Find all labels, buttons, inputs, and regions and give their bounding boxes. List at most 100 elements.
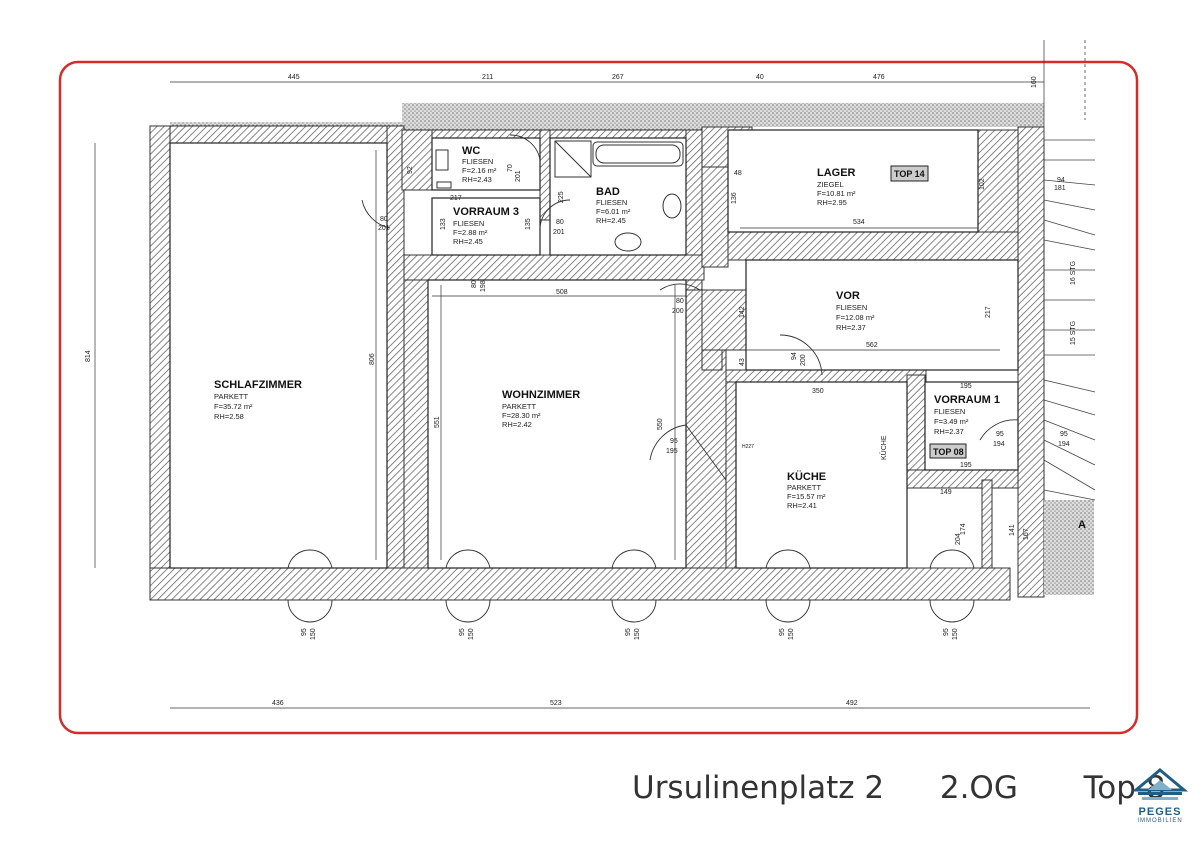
door-label-kue-b: 200 [800,354,807,366]
svg-text:FLIESEN: FLIESEN [462,157,493,166]
dim-204: 204 [955,533,962,545]
svg-text:F=3.49 m²: F=3.49 m² [934,417,969,426]
door-labels: 80 201 70 201 80 201 80 198 80 200 94 20… [301,164,1070,640]
door-vorraum1 [979,419,1019,441]
window-wohnzimmer-2 [611,549,657,623]
label-wc: WC FLIESEN F=2.16 m² RH=2.43 [462,145,497,184]
door-label-wc-b: 201 [515,170,522,182]
floor-text: 2.OG [939,770,1018,806]
svg-text:PARKETT: PARKETT [502,402,536,411]
dim-top-476: 476 [873,74,885,81]
dim-48: 48 [734,170,742,177]
svg-text:FLIESEN: FLIESEN [836,303,867,312]
address-text: Ursulinenplatz 2 [632,770,885,806]
shower-icon [554,140,592,178]
peges-logo-icon [1131,768,1189,800]
wc-toilet-icon [435,149,449,171]
door-wc [509,134,541,161]
doors [361,134,1019,481]
svg-text:VORRAUM 1: VORRAUM 1 [934,394,1000,406]
dim-43: 43 [739,358,746,366]
door-label-wz-a: 80 [471,280,478,288]
win-label-1b: 150 [310,628,317,640]
dim-508: 508 [556,289,568,296]
label-vorraum3: VORRAUM 3 FLIESEN F=2.88 m² RH=2.45 [453,206,519,246]
label-lager: LAGER ZIEGEL F=10.81 m² RH=2.95 [817,167,856,207]
label-wohnzimmer: WOHNZIMMER PARKETT F=28.30 m² RH=2.42 [502,389,580,429]
room-schlafzimmer [169,142,388,569]
door-label-vor-b: 200 [672,308,684,315]
dim-195-top: 195 [960,383,972,390]
tag-top08: TOP 08 [929,443,967,459]
dim-174: 174 [960,523,967,535]
stair-label-15: 15 STG [1070,321,1077,345]
svg-text:F=2.88 m²: F=2.88 m² [453,228,488,237]
svg-text:PARKETT: PARKETT [787,483,821,492]
svg-text:WC: WC [462,145,480,157]
svg-text:FLIESEN: FLIESEN [934,407,965,416]
label-kueche: KÜCHE PARKETT F=15.57 m² RH=2.41 [787,470,826,510]
tag-top14: TOP 14 [890,165,929,182]
kueche-vertical-label: KÜCHE [880,435,888,460]
svg-text:F=10.81 m²: F=10.81 m² [817,189,856,198]
exterior-wall-top-right [702,103,1044,127]
room-labels: SCHLAFZIMMER PARKETT F=35.72 m² RH=2.58 … [214,145,1000,510]
red-frame [58,60,1139,735]
toilet-icon [662,193,682,219]
dim-92: 92 [407,166,414,174]
win-label-5: 95 [943,628,950,636]
window-kueche-1 [765,549,811,623]
door-label-wz-b: 198 [480,280,487,292]
door-label-wzk-b: 195 [666,448,678,455]
door-label-wzk-a: 95 [670,438,678,445]
door-label-vr1-b: 194 [993,441,1005,448]
door-bad [539,199,571,229]
dim-225: 225 [558,191,565,203]
room-lager [727,129,979,233]
dim-94: 94 [1057,177,1065,184]
label-vorraum1: VORRAUM 1 FLIESEN F=3.49 m² RH=2.37 [934,394,1000,436]
dim-bottom-523: 523 [550,700,562,707]
svg-text:F=28.30 m²: F=28.30 m² [502,411,541,420]
dimension-texts: 445 211 267 40 476 160 436 523 492 814 8… [85,74,1066,707]
dim-550: 550 [657,418,664,430]
dim-350: 350 [812,388,824,395]
svg-text:PARKETT: PARKETT [214,392,248,401]
win-label-1: 95 [301,628,308,636]
room-floors [169,129,1019,569]
dim-534: 534 [853,219,865,226]
dim-top-267: 267 [612,74,624,81]
window-kueche-2 [929,549,975,623]
windows [287,549,975,623]
win-label-2b: 150 [468,628,475,640]
svg-text:RH=2.37: RH=2.37 [836,323,866,332]
svg-text:F=35.72 m²: F=35.72 m² [214,402,253,411]
room-vor [745,259,1019,371]
logo-sub: IMMOBILIEN [1137,818,1183,824]
dim-562: 562 [866,342,878,349]
svg-text:RH=2.95: RH=2.95 [817,198,847,207]
svg-text:RH=2.43: RH=2.43 [462,175,492,184]
stair-label-16: 16 STG [1070,261,1077,285]
plan-caption: Ursulinenplatz 2 2.OG Top 8 [632,770,1165,806]
svg-text:RH=2.42: RH=2.42 [502,420,532,429]
staircase [1043,40,1096,595]
dim-136: 136 [731,192,738,204]
svg-text:VORRAUM 3: VORRAUM 3 [453,206,519,218]
dim-102: 102 [979,178,986,190]
dim-top-445: 445 [288,74,300,81]
svg-text:KÜCHE: KÜCHE [787,470,826,483]
door-label-wc-a: 70 [507,164,514,172]
door-label-vr1-a: 95 [996,431,1004,438]
dim-141: 141 [1009,524,1016,536]
svg-text:TOP 14: TOP 14 [894,169,925,179]
win-label-4b: 150 [788,628,795,640]
exterior-wall-top-mid [402,103,702,133]
label-bad: BAD FLIESEN F=6.01 m² RH=2.45 [596,186,631,225]
room-bad [549,137,687,256]
dim-left-814: 814 [85,350,92,362]
dim-top-211: 211 [482,74,493,81]
svg-text:RH=2.41: RH=2.41 [787,501,817,510]
dim-bottom-492: 492 [846,700,858,707]
